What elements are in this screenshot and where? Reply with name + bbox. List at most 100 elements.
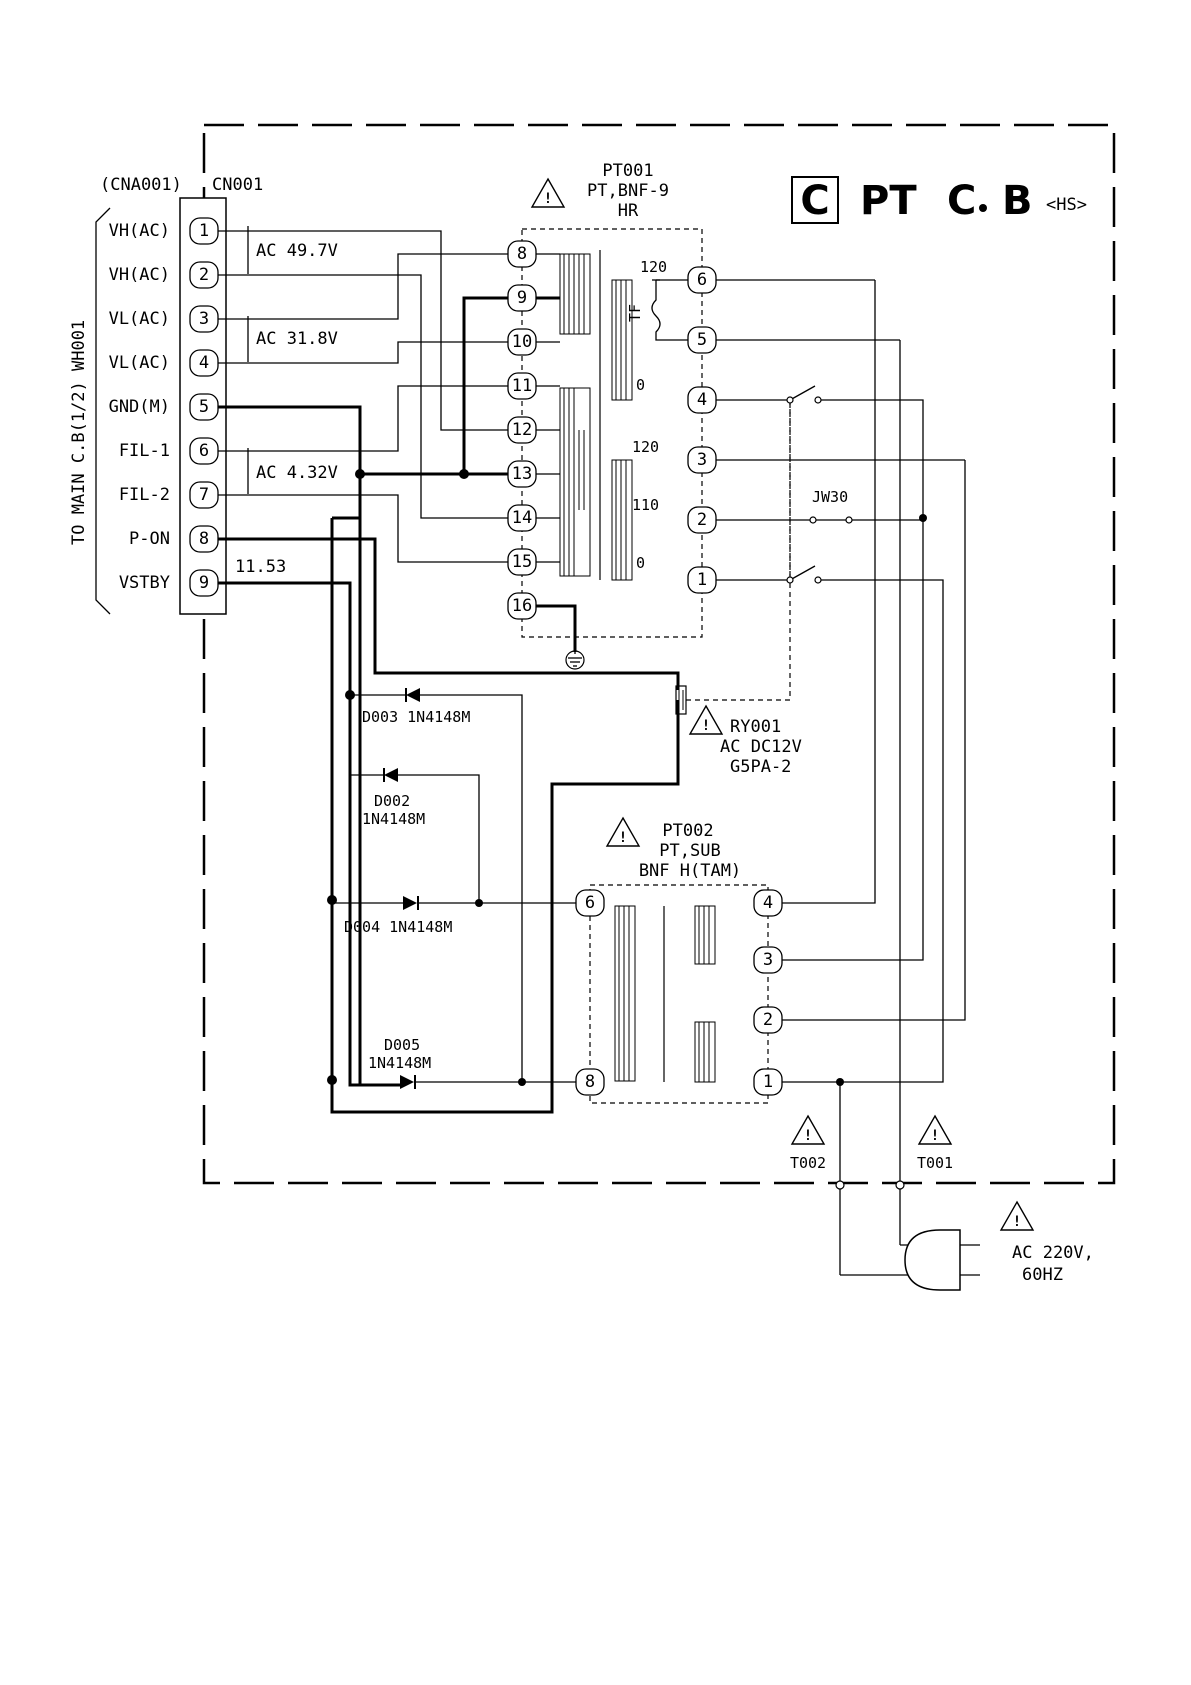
connector-mate-name: (CNA001): [100, 175, 182, 195]
svg-text:3: 3: [763, 950, 773, 970]
svg-text:7: 7: [199, 485, 209, 505]
connector-to-pt001-wires: [218, 230, 560, 563]
board-outline: [202, 123, 1116, 1185]
pt001-taps: 120 TF 0 120 110 0: [626, 258, 667, 572]
svg-text:3: 3: [199, 309, 209, 329]
fuse-t001: T001: [917, 1154, 953, 1172]
svg-text:1: 1: [697, 570, 707, 590]
relay-ref: RY001: [730, 717, 781, 737]
pt002-transformer: ! PT002 PT,SUB BNF H(TAM) 6 8 4 3 2 1: [575, 817, 783, 1104]
diodes: D003 1N4148M D002 1N4148M D004 1N4148M D…: [332, 688, 590, 1089]
pin-label: VL(AC): [109, 353, 170, 373]
svg-text:!: !: [1013, 1214, 1021, 1230]
connector-side-label: TO MAIN C.B(1/2) WH001: [69, 320, 89, 545]
pin-label: GND(M): [109, 397, 170, 417]
svg-text:4: 4: [697, 390, 707, 410]
svg-text:5: 5: [697, 330, 707, 350]
svg-text:!: !: [544, 191, 552, 207]
pt001-type: PT,BNF-9: [587, 181, 669, 201]
svg-text:12: 12: [512, 420, 532, 440]
board-title: C PT C B <HS>: [791, 176, 1087, 224]
svg-text:120: 120: [632, 438, 659, 456]
pt002-type: PT,SUB: [659, 841, 720, 861]
pt001-primary-pins: 6 5 4 3 2 1: [687, 266, 717, 594]
vh-voltage: AC 49.7V: [256, 241, 338, 261]
mains-frequency: 60HZ: [1022, 1265, 1063, 1285]
svg-text:1: 1: [763, 1072, 773, 1092]
svg-text:2: 2: [199, 265, 209, 285]
svg-text:0: 0: [636, 554, 645, 572]
svg-text:11: 11: [512, 376, 532, 396]
plug-icon: [904, 1229, 961, 1291]
vstby-voltage: 11.53: [235, 557, 286, 577]
connector-cn001: (CNA001) CN001 TO MAIN C.B(1/2) WH001 VH…: [69, 175, 263, 615]
relay-ry001: ! RY001 AC DC12V G5PA-2: [675, 400, 802, 777]
bold-wires: [218, 296, 680, 1114]
board-title-c: C: [947, 178, 976, 224]
fil-voltage: AC 4.32V: [256, 463, 338, 483]
svg-text:0: 0: [636, 376, 645, 394]
connector-name: CN001: [212, 175, 263, 195]
mains-voltage: AC 220V,: [1012, 1243, 1094, 1263]
svg-text:120: 120: [640, 258, 667, 276]
diode-d002-ref: D002: [374, 792, 410, 810]
diode-d005-part: 1N4148M: [368, 1054, 431, 1072]
board-title-b: B: [1002, 178, 1033, 224]
svg-text:9: 9: [199, 573, 209, 593]
svg-text:16: 16: [512, 596, 532, 616]
diode-d005-ref: D005: [384, 1036, 420, 1054]
pin-label: VL(AC): [109, 309, 170, 329]
svg-text:3: 3: [697, 450, 707, 470]
pt001-suffix: HR: [618, 201, 639, 221]
pin-label: VH(AC): [109, 265, 170, 285]
svg-text:4: 4: [763, 893, 773, 913]
svg-text:6: 6: [697, 270, 707, 290]
board-letter: C: [800, 178, 829, 224]
pin-label: VSTBY: [119, 573, 170, 593]
svg-text:6: 6: [199, 441, 209, 461]
diode-d003: D003 1N4148M: [362, 708, 470, 726]
relay-spec: AC DC12V: [720, 737, 802, 757]
jumper-label: JW30: [812, 488, 848, 506]
junction-dots: [327, 469, 927, 1086]
pin-label: FIL-2: [119, 485, 170, 505]
pt002-ref: PT002: [662, 821, 713, 841]
relay-model: G5PA-2: [730, 757, 791, 777]
svg-text:15: 15: [512, 552, 532, 572]
ground-icon: [565, 650, 585, 670]
svg-text:2: 2: [697, 510, 707, 530]
svg-text:2: 2: [763, 1010, 773, 1030]
pin-label: P-ON: [129, 529, 170, 549]
voltage-annotations: AC 49.7V AC 31.8V AC 4.32V 11.53: [235, 226, 338, 577]
svg-text:8: 8: [199, 529, 209, 549]
board-suffix: <HS>: [1046, 195, 1087, 215]
pt001-windings: [559, 250, 633, 581]
svg-text:TF: TF: [626, 304, 644, 322]
svg-text:!: !: [702, 718, 710, 734]
diode-d004: D004 1N4148M: [344, 918, 452, 936]
pt002-model: BNF H(TAM): [639, 861, 741, 881]
diode-d002-part: 1N4148M: [362, 810, 425, 828]
fuse-t002: T002: [790, 1154, 826, 1172]
svg-text:4: 4: [199, 353, 209, 373]
svg-text:110: 110: [632, 496, 659, 514]
svg-text:6: 6: [585, 893, 595, 913]
board-title-pt: PT: [860, 178, 917, 224]
primary-wiring: JW30: [716, 279, 966, 1182]
vl-voltage: AC 31.8V: [256, 329, 338, 349]
connector-pins: 1 2 3 4 5 6 7 8 9: [189, 217, 219, 597]
svg-text:!: !: [931, 1128, 939, 1144]
svg-text:8: 8: [585, 1072, 595, 1092]
mains-input: ! T002 ! T001 ! AC 220V, 60HZ: [790, 1082, 1094, 1291]
svg-text:8: 8: [517, 244, 527, 264]
svg-text:10: 10: [512, 332, 532, 352]
pin-label: FIL-1: [119, 441, 170, 461]
pt001-secondary-pins: 8 9 10 11 12 13 14 15 16: [507, 240, 537, 620]
svg-text:14: 14: [512, 508, 532, 528]
svg-text:!: !: [619, 830, 627, 846]
svg-text:!: !: [804, 1128, 812, 1144]
svg-text:13: 13: [512, 464, 532, 484]
pt001-label: ! PT001 PT,BNF-9 HR: [531, 161, 669, 221]
svg-text:1: 1: [199, 221, 209, 241]
